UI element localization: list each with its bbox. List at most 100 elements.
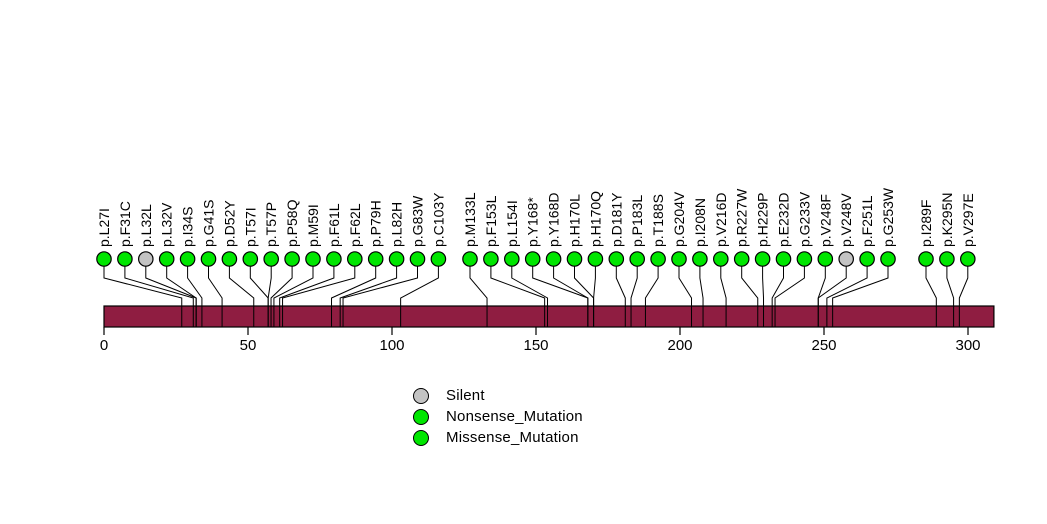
mutation-label: p.K295N xyxy=(939,193,955,247)
mutation-label: p.L32V xyxy=(159,202,175,247)
lollipop-head xyxy=(566,251,583,267)
lollipop-head xyxy=(775,251,792,267)
lollipop-head xyxy=(692,251,708,267)
axis-tick-label: 300 xyxy=(955,337,980,354)
mutation-label: p.H170L xyxy=(567,194,583,247)
lollipop-head xyxy=(918,251,934,267)
lollipop-stem xyxy=(282,265,356,327)
nonsense-swatch-icon xyxy=(413,408,429,425)
lollipop-head xyxy=(754,251,771,267)
lollipop-head xyxy=(503,251,520,267)
lollipop-head xyxy=(939,251,955,267)
mutation-label: p.P58Q xyxy=(284,199,300,247)
mutation-label: p.P79H xyxy=(368,200,384,247)
lollipop-stem xyxy=(615,265,626,327)
mutation-label: p.G204V xyxy=(671,191,687,247)
mutation-label: p.M133L xyxy=(462,192,478,247)
lollipop-stem xyxy=(762,265,765,327)
mutation-label: p.C103Y xyxy=(430,192,446,247)
lollipop-stem xyxy=(331,265,377,327)
legend-item-missense: Missense_Mutation xyxy=(413,427,583,448)
lollipop-stem xyxy=(166,265,197,327)
lollipop-head xyxy=(796,251,813,267)
lollipop-stem xyxy=(630,265,638,327)
mutation-label: p.F251L xyxy=(859,195,875,247)
mutation-label: p.Y168* xyxy=(525,197,541,247)
lollipop-stem xyxy=(817,265,847,327)
mutation-label: p.R227W xyxy=(734,188,750,247)
lollipop-head xyxy=(96,251,112,267)
lollipop-head xyxy=(712,251,729,267)
mutation-label: p.H170Q xyxy=(587,191,603,247)
lollipop-head xyxy=(959,251,976,267)
lollipop-head xyxy=(733,251,750,267)
axis-tick-label: 250 xyxy=(811,337,836,354)
lollipop-head xyxy=(859,251,875,267)
mutation-label: p.P183L xyxy=(629,195,645,247)
lollipop-head xyxy=(158,251,175,267)
mutation-label: p.G83W xyxy=(410,195,426,247)
gene-bar xyxy=(103,305,995,328)
axis-tick-label: 150 xyxy=(523,337,548,354)
lollipop-stem xyxy=(958,265,969,327)
lollipop-stem xyxy=(279,265,335,327)
lollipop-head xyxy=(138,251,154,267)
plot-legend: Silent Nonsense_Mutation Missense_Mutati… xyxy=(413,385,583,448)
mutation-label: p.I208N xyxy=(692,198,708,247)
lollipop-stem xyxy=(511,265,549,327)
mutation-label: p.E232D xyxy=(776,193,792,247)
lollipop-head xyxy=(284,251,300,267)
lollipop-head xyxy=(880,251,896,267)
mutation-label: p.F153L xyxy=(483,195,499,247)
legend-label: Silent xyxy=(446,387,485,404)
lollipop-stem xyxy=(925,265,937,327)
mutation-label: p.T57P xyxy=(263,202,279,247)
lollipop-stem xyxy=(741,265,759,327)
lollipop-head xyxy=(367,251,384,267)
mutation-label: p.T188S xyxy=(650,194,666,247)
mutation-label: p.G41S xyxy=(201,200,217,247)
legend-label: Missense_Mutation xyxy=(446,429,579,446)
mutation-label: p.F62L xyxy=(347,203,363,247)
mutation-label: p.Y168D xyxy=(546,193,562,247)
lollipop-head xyxy=(179,251,196,267)
lollipop-head xyxy=(462,251,478,267)
mutation-label: p.V216D xyxy=(713,193,729,247)
lollipop-stem xyxy=(771,265,784,327)
legend-item-nonsense: Nonsense_Mutation xyxy=(413,406,583,427)
lollipop-stem xyxy=(678,265,693,327)
mutation-label: p.V297E xyxy=(960,193,976,247)
lollipop-head xyxy=(817,251,834,267)
mutation-label: p.I289F xyxy=(918,200,934,247)
lollipop-stem xyxy=(124,265,194,327)
lollipop-head xyxy=(346,251,363,267)
lollipop-stem xyxy=(644,265,659,327)
lollipop-stem xyxy=(400,265,439,327)
mutation-label: p.H229P xyxy=(755,193,771,247)
mutation-label: p.G253W xyxy=(880,187,896,247)
lollipop-stem xyxy=(208,265,223,327)
lollipop-head xyxy=(483,251,499,267)
mutation-label: p.D181Y xyxy=(608,192,624,247)
lollipop-stem xyxy=(774,265,805,327)
lollipop-head xyxy=(326,251,342,267)
legend-item-silent: Silent xyxy=(413,385,583,406)
mutation-label: p.F31C xyxy=(117,201,133,247)
lollipop-head xyxy=(608,251,625,267)
lollipop-stem xyxy=(490,265,546,327)
silent-swatch-icon xyxy=(413,387,429,404)
lollipop-stem xyxy=(270,265,293,327)
lollipop-head xyxy=(524,251,541,267)
mutation-label: p.I34S xyxy=(180,207,196,247)
lollipop-stem xyxy=(593,265,596,327)
lollipop-head xyxy=(430,251,447,267)
lollipop-head xyxy=(221,251,238,267)
axis-tick-label: 100 xyxy=(379,337,404,354)
mutation-label: p.V248F xyxy=(817,194,833,247)
mutation-label: p.L154I xyxy=(504,200,520,247)
mutation-label: p.L27I xyxy=(96,208,112,247)
mutation-label: p.L32L xyxy=(138,204,154,247)
lollipop-head xyxy=(545,251,562,267)
lollipop-stem xyxy=(553,265,589,327)
